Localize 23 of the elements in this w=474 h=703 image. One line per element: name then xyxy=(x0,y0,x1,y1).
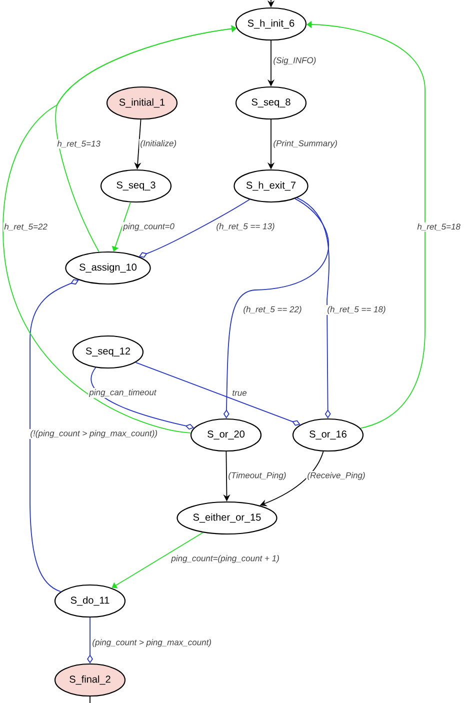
edge-label: (Print_Summary) xyxy=(272,139,338,149)
edge-label: (Sig_INFO) xyxy=(272,56,318,66)
edge-label: ping_count=0 xyxy=(122,222,176,232)
edge-label: (!(ping_count > ping_max_count)) xyxy=(29,429,159,439)
edge-label: h_ret_5=22 xyxy=(3,222,48,232)
arrow xyxy=(135,362,300,426)
edge-label: (h_ret_5 == 22) xyxy=(242,305,303,315)
edge-label: (Initialize) xyxy=(139,139,178,149)
edge-label: (ping_count > ping_max_count) xyxy=(91,638,213,648)
arrow xyxy=(87,617,93,664)
edge-label: h_ret_5=18 xyxy=(416,222,462,232)
arrow xyxy=(112,532,204,588)
edge-label: (h_ret_5 == 18) xyxy=(326,305,387,315)
edge-label: ping_can_timeout xyxy=(88,388,158,398)
arrow xyxy=(296,197,331,418)
final-state: S_final_2 xyxy=(54,663,126,697)
edge-label: ping_count=(ping_count + 1) xyxy=(170,554,280,564)
start-state: S_initial_1 xyxy=(106,86,178,120)
edge-label: true xyxy=(231,389,248,397)
edge-label: (Timeout_Ping) xyxy=(227,471,288,481)
edge-label: (Receive_Ping) xyxy=(306,471,366,481)
edge-label: h_ret_5=13 xyxy=(56,139,102,149)
edge-label: (h_ret_5 == 13) xyxy=(215,222,276,232)
